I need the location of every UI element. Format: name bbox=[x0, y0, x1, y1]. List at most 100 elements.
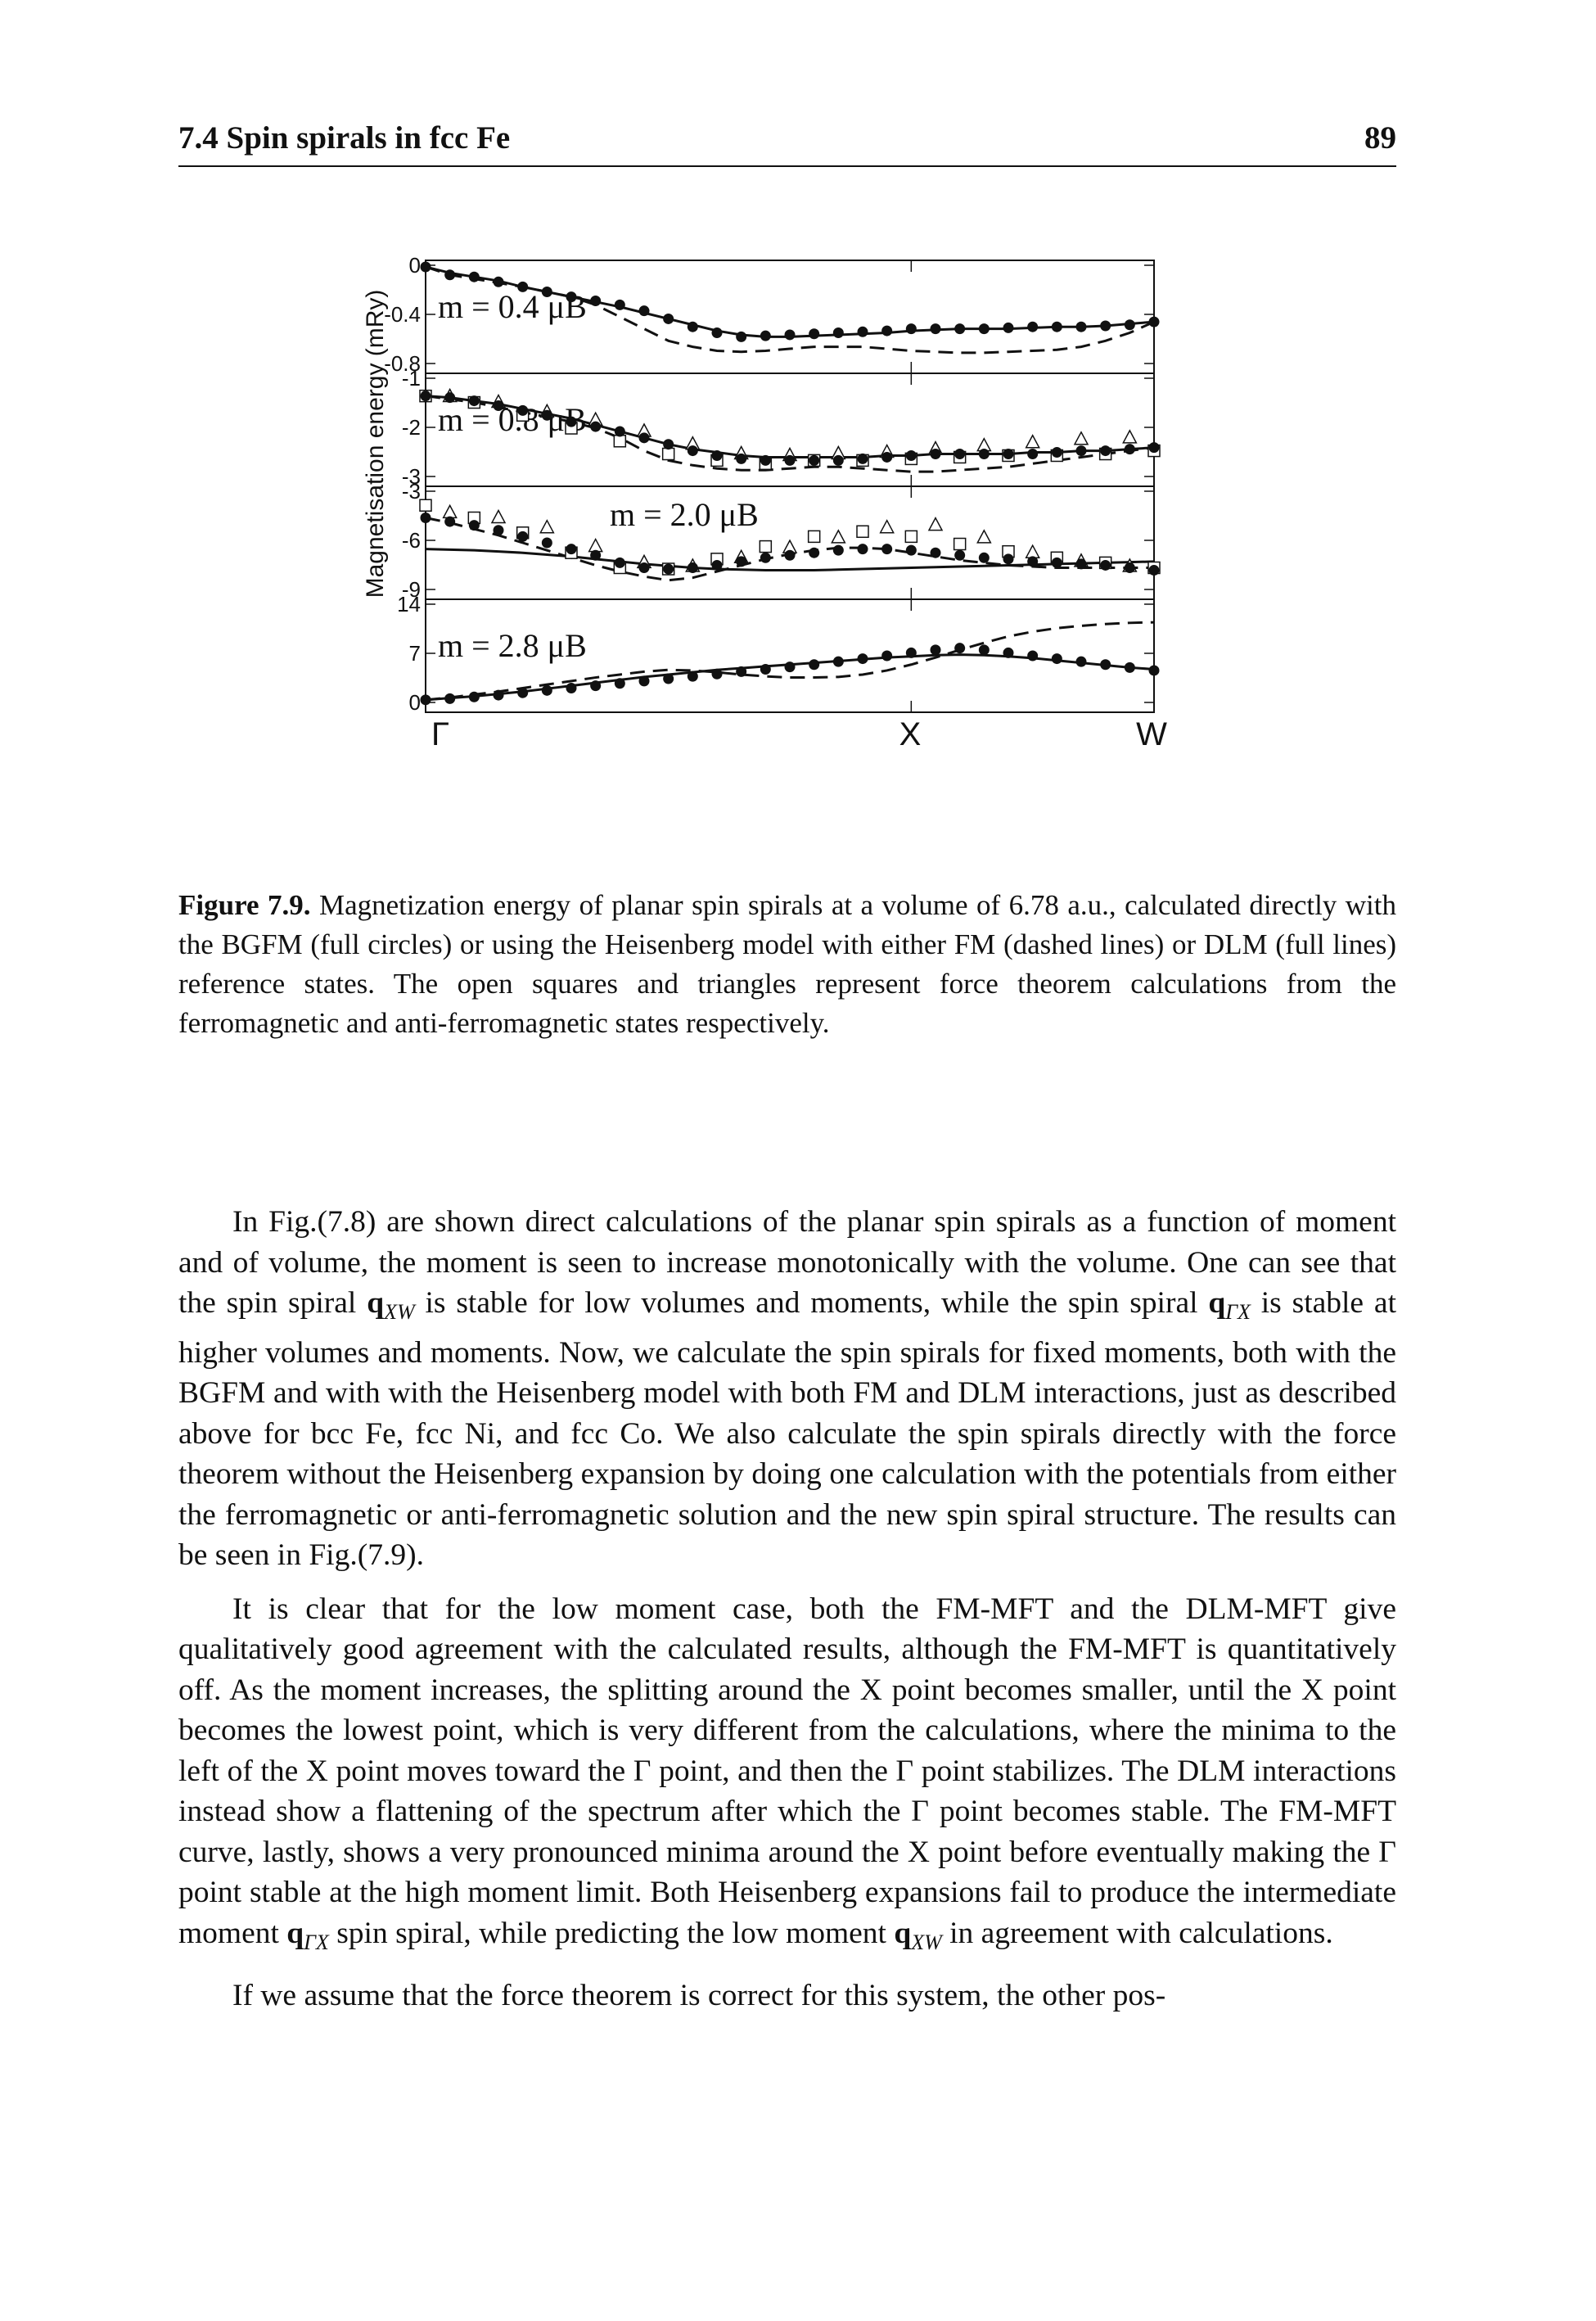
bgfm-circle-marker bbox=[930, 323, 941, 335]
ft-triangle-marker bbox=[442, 503, 458, 519]
paragraph-1: In Fig.(7.8) are shown direct calculatio… bbox=[178, 1202, 1396, 1576]
ft-square-marker bbox=[613, 435, 627, 448]
bgfm-circle-marker bbox=[832, 454, 844, 466]
bgfm-circle-marker bbox=[517, 531, 529, 542]
bgfm-circle-marker bbox=[736, 331, 747, 342]
ft-triangle-marker bbox=[490, 508, 507, 524]
bgfm-circle-marker bbox=[541, 409, 552, 421]
bgfm-circle-marker bbox=[1124, 662, 1135, 673]
bgfm-circle-marker bbox=[1075, 558, 1087, 570]
ft-triangle-marker bbox=[1122, 429, 1138, 444]
paragraph-3: If we assume that the force theorem is c… bbox=[232, 1979, 1166, 2012]
bgfm-circle-marker bbox=[832, 656, 844, 667]
bgfm-circle-marker bbox=[1051, 557, 1062, 568]
ft-triangle-marker bbox=[1025, 544, 1040, 558]
bgfm-circle-marker bbox=[493, 400, 504, 411]
bgfm-circle-marker bbox=[493, 689, 504, 701]
bgfm-circle-marker bbox=[590, 295, 602, 306]
bgfm-circle-marker bbox=[905, 647, 917, 658]
q-xw: qXW bbox=[894, 1916, 941, 1954]
bgfm-circle-marker bbox=[1027, 449, 1039, 460]
bgfm-circle-marker bbox=[444, 269, 456, 281]
bgfm-circle-marker bbox=[444, 516, 456, 527]
bgfm-circle-marker bbox=[566, 544, 577, 555]
bgfm-circle-marker bbox=[832, 544, 844, 556]
ft-square-marker bbox=[419, 499, 432, 512]
bgfm-circle-marker bbox=[663, 563, 674, 575]
ft-triangle-marker bbox=[927, 517, 944, 531]
bgfm-circle-marker bbox=[1148, 665, 1160, 676]
ft-square-marker bbox=[856, 525, 869, 539]
q-gamma-x: qΓX bbox=[1208, 1286, 1251, 1324]
bgfm-circle-marker bbox=[468, 520, 480, 531]
y-axis-label: Magnetisation energy (mRy) bbox=[362, 290, 389, 598]
bgfm-circle-marker bbox=[493, 525, 504, 536]
p2-part-c: in agreement with calculations. bbox=[941, 1916, 1333, 1950]
ft-square-marker bbox=[807, 530, 821, 544]
bgfm-circle-marker bbox=[541, 537, 552, 549]
bgfm-circle-marker bbox=[832, 327, 844, 339]
ft-triangle-marker bbox=[1025, 434, 1040, 449]
bgfm-circle-marker bbox=[809, 454, 820, 466]
y-tick-label: -9 bbox=[402, 577, 421, 602]
bgfm-circle-marker bbox=[1100, 559, 1111, 571]
bgfm-circle-marker bbox=[687, 321, 698, 332]
bgfm-circle-marker bbox=[566, 416, 577, 427]
bgfm-circle-marker bbox=[590, 680, 602, 692]
bgfm-circle-marker bbox=[736, 666, 747, 677]
bgfm-circle-marker bbox=[541, 684, 552, 696]
running-header: 7.4 Spin spirals in fcc Fe 89 bbox=[178, 120, 1396, 167]
bgfm-circle-marker bbox=[711, 559, 723, 571]
panel-label: m = 0.4 μB bbox=[438, 288, 587, 325]
bgfm-circle-marker bbox=[857, 653, 868, 665]
bgfm-circle-marker bbox=[1124, 562, 1135, 573]
figure-caption: Figure 7.9. Magnetization energy of plan… bbox=[178, 886, 1396, 1043]
bgfm-circle-marker bbox=[614, 299, 625, 310]
bgfm-circle-marker bbox=[1148, 316, 1160, 327]
bgfm-circle-marker bbox=[930, 547, 941, 558]
y-tick-label: 7 bbox=[409, 641, 421, 666]
bgfm-circle-marker bbox=[809, 547, 820, 558]
bgfm-circle-marker bbox=[978, 644, 990, 656]
bgfm-circle-marker bbox=[954, 449, 966, 460]
bgfm-circle-marker bbox=[905, 544, 917, 556]
p1-part-b: is stable for low volumes and moments, w… bbox=[414, 1286, 1209, 1320]
bgfm-circle-marker bbox=[881, 544, 893, 555]
bgfm-circle-marker bbox=[638, 432, 650, 444]
bgfm-circle-marker bbox=[881, 451, 893, 463]
bgfm-circle-marker bbox=[1027, 650, 1039, 662]
bgfm-circle-marker bbox=[736, 556, 747, 567]
bgfm-circle-marker bbox=[809, 659, 820, 671]
bgfm-circle-marker bbox=[517, 404, 529, 416]
bgfm-circle-marker bbox=[760, 330, 771, 341]
bgfm-circle-marker bbox=[468, 395, 480, 407]
bgfm-circle-marker bbox=[1003, 322, 1014, 333]
bgfm-circle-marker bbox=[590, 421, 602, 432]
bgfm-circle-marker bbox=[905, 323, 917, 335]
bgfm-circle-marker bbox=[1148, 565, 1160, 576]
q-subscript: XW bbox=[384, 1300, 415, 1324]
bgfm-circle-marker bbox=[687, 445, 698, 457]
bgfm-circle-marker bbox=[614, 678, 625, 689]
q-xw: qXW bbox=[367, 1286, 414, 1324]
p1-part-a: In Fig.(7.8) are shown direct calculatio… bbox=[178, 1205, 1396, 1320]
q-subscript: XW bbox=[911, 1930, 942, 1954]
bgfm-circle-marker bbox=[517, 687, 529, 698]
bgfm-circle-marker bbox=[954, 549, 966, 561]
q-symbol: q bbox=[894, 1916, 912, 1950]
ft-triangle-marker bbox=[976, 529, 992, 544]
bgfm-circle-marker bbox=[420, 391, 431, 402]
bgfm-circle-marker bbox=[493, 276, 504, 287]
panel-label: m = 2.8 μB bbox=[438, 627, 587, 664]
x-tick-x: X bbox=[899, 716, 922, 752]
section-title: 7.4 Spin spirals in fcc Fe bbox=[178, 120, 511, 156]
bgfm-circle-marker bbox=[736, 453, 747, 464]
x-tick-gamma: Γ bbox=[431, 716, 449, 752]
bgfm-circle-marker bbox=[1051, 321, 1062, 332]
y-tick-label: 0 bbox=[409, 253, 421, 278]
panel-frame bbox=[425, 598, 1155, 713]
bgfm-circle-marker bbox=[930, 449, 941, 460]
bgfm-circle-marker bbox=[687, 671, 698, 682]
ft-square-marker bbox=[904, 530, 918, 544]
bgfm-circle-marker bbox=[663, 439, 674, 450]
